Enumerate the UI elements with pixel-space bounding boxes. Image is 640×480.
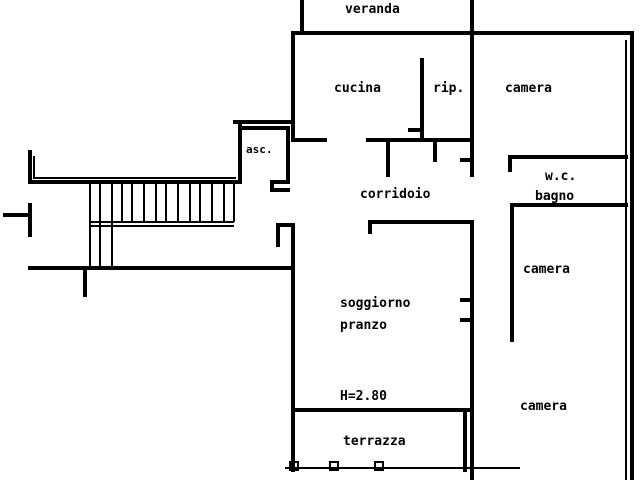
label-veranda: veranda [345, 2, 400, 17]
label-soggiorno: soggiorno [340, 296, 411, 311]
room-labels: veranda cucina rip. camera asc. corridoi… [246, 2, 576, 449]
label-terrazza: terrazza [343, 434, 406, 449]
label-corridoio: corridoio [360, 187, 431, 202]
label-ascensore: asc. [246, 143, 273, 156]
label-camera-2: camera [523, 262, 570, 277]
walls [3, 0, 634, 480]
label-cucina: cucina [334, 81, 381, 96]
label-ripostiglio: rip. [433, 81, 464, 96]
label-camera-3: camera [520, 399, 567, 414]
label-camera-1: camera [505, 81, 552, 96]
label-pranzo: pranzo [340, 318, 387, 333]
staircase [89, 182, 235, 268]
label-bagno: bagno [535, 189, 574, 204]
height-note: H=2.80 [340, 389, 387, 404]
label-wc: w.c. [545, 169, 576, 184]
